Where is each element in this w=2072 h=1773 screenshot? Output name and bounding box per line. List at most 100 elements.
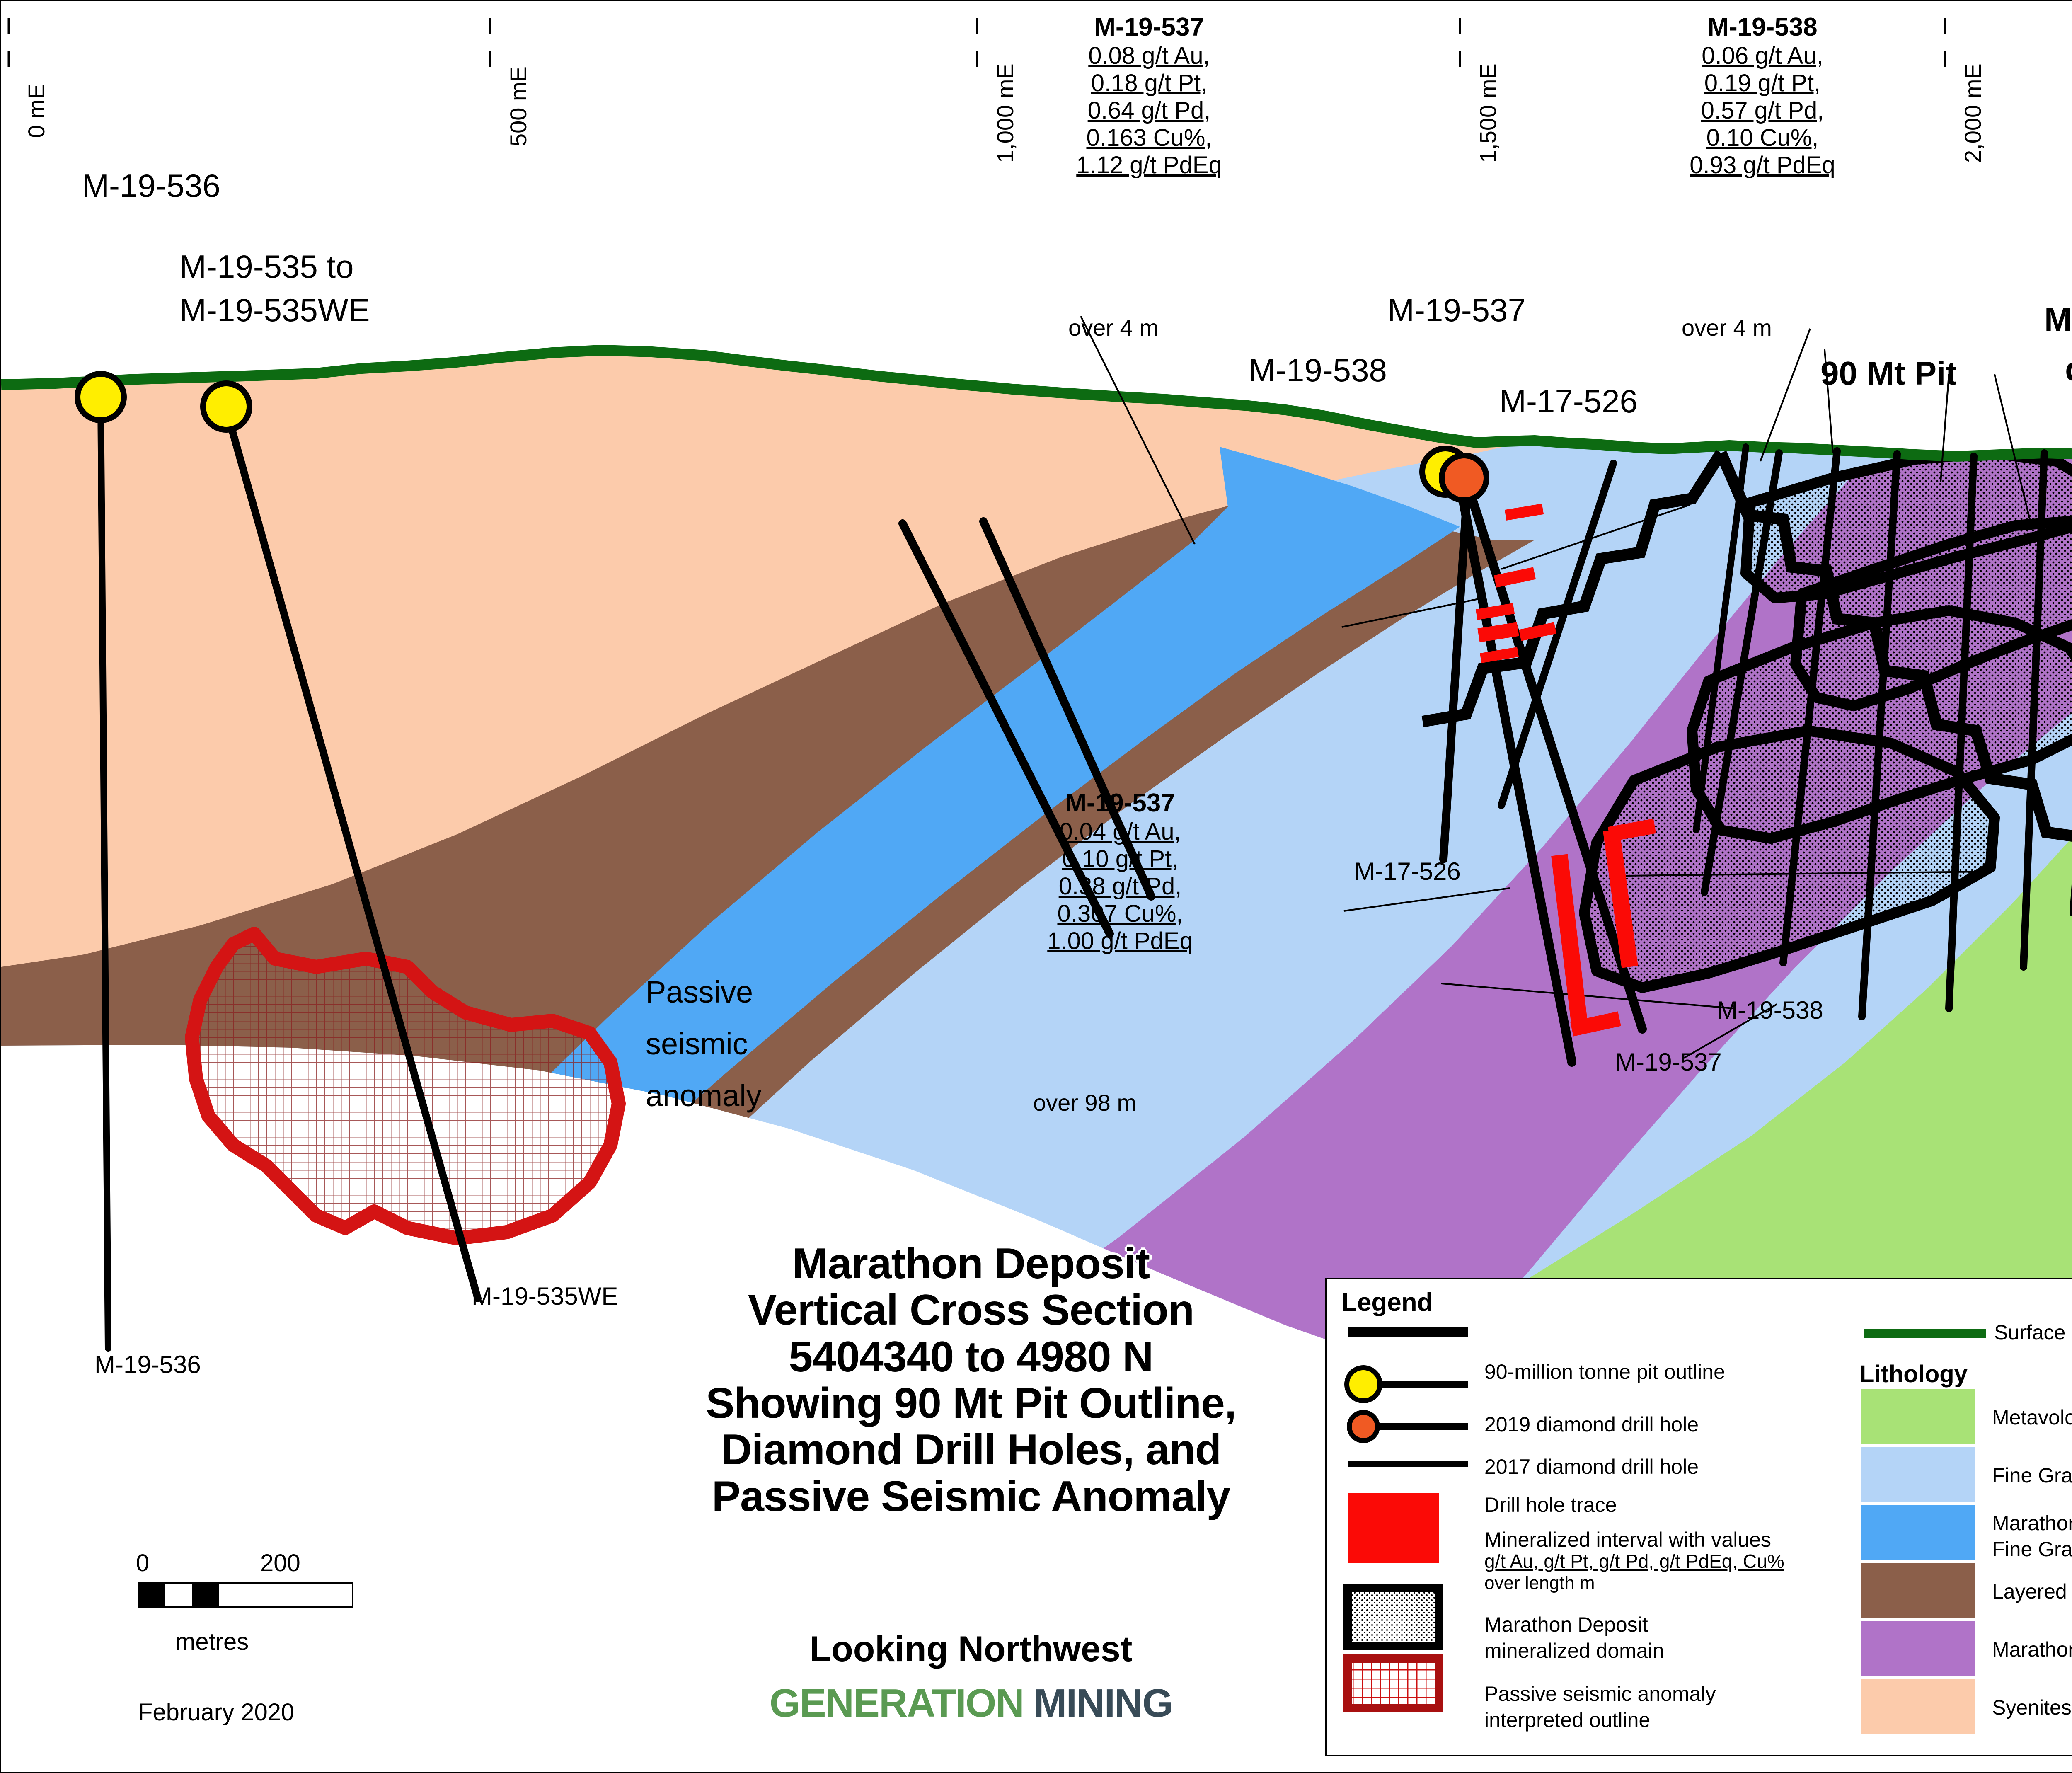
mineralized-intervals: [1475, 504, 1656, 1037]
legend-collar-2019-icon: [1344, 1365, 1382, 1403]
assay-value-cu: 0.139 Cu%,: [2024, 900, 2072, 928]
lithology-label-marathon-and-fg-line2: Fine Grained Series: [1992, 1538, 2072, 1561]
legend-label-surface: Surface: [1994, 1321, 2066, 1344]
assay-value-pt: 0.18 g/t Pt,: [1091, 69, 1208, 97]
assay-length-m-19-537-mid: over 98 m: [1033, 1090, 1136, 1116]
legend-label-ddh-2017: 2017 diamond drill hole: [1484, 1455, 1699, 1478]
lithology-label-marathon-and-fg-line1: Marathon and: [1992, 1511, 2072, 1535]
trace-m-17-526: [1439, 472, 1472, 863]
assay-value-pdeq: 1.12 g/t PdEq: [1076, 152, 1222, 179]
assay-value-cu: 0.163 Cu%,: [1086, 124, 1212, 151]
trace-m-19-538: [1460, 469, 1647, 1034]
collar-label-m-19-535-a: M-19-535 to: [179, 248, 354, 285]
legend-label-anomaly-line1: Passive seismic anomaly: [1484, 1682, 1716, 1705]
legend-label-ddh-2019: 2019 diamond drill hole: [1484, 1413, 1699, 1436]
drill-hole-traces: [97, 396, 2072, 1352]
trace-label-m-19-537: M-19-537: [1615, 1048, 1722, 1076]
collar-m-19-536: [75, 371, 127, 423]
scale-label-0: 0: [136, 1550, 150, 1577]
interval-m-19-537: [1551, 854, 1588, 1030]
anomaly-label-line1: Passive: [646, 975, 753, 1009]
assay-value-au: 0.08 g/t Au,: [1088, 42, 1210, 69]
lithology-swatch-marathon-and-fine-grained: [1861, 1505, 1975, 1560]
lithology-label-metavolcanic: Metavolcanic: [1992, 1406, 2072, 1429]
assay-value-au: 0.06 g/t Au,: [1702, 42, 1823, 69]
assay-value-cu: 0.10 Cu%,: [1706, 124, 1819, 151]
legend-surface-symbol: [1864, 1329, 1986, 1338]
collar-m-19-535: [200, 380, 252, 433]
easting-label-1500: 1,500 mE: [1475, 63, 1501, 163]
collar-m-17-526: [1439, 453, 1489, 503]
trace-m-19-535we: [223, 406, 482, 1302]
trace-label-m-19-535we: M-19-535WE: [472, 1282, 618, 1310]
legend-label-domain-line2: mineralized domain: [1484, 1639, 1664, 1662]
assay-value-pt: 0.19 g/t Pt,: [1704, 69, 1821, 97]
trace-label-m-19-538: M-19-538: [1717, 996, 1823, 1024]
legend-domain-swatch: [1343, 1584, 1443, 1650]
logo-word-generation: GENERATION: [769, 1681, 1024, 1725]
passive-seismic-anomaly: [185, 927, 626, 1245]
legend-label-trace: Drill hole trace: [1484, 1493, 1617, 1516]
figure-title-block: Marathon Deposit Vertical Cross Section …: [631, 1240, 1311, 1520]
sky-area: [1, 1, 2072, 456]
title-line-1: Marathon Deposit: [792, 1240, 1150, 1288]
pit-outline-left: [1421, 450, 1726, 727]
unit-syenites: [1, 350, 1535, 967]
assay-value-pt: 0.18 g/t Pt,: [2024, 845, 2072, 873]
assay-value-au: 0.04 g/t Au,: [2024, 818, 2072, 845]
title-line-3: 5404340 to 4980 N: [789, 1332, 1153, 1381]
title-line-4: Showing 90 Mt Pit Outline,: [706, 1379, 1237, 1427]
lithology-swatch-metavolcanic: [1861, 1389, 1975, 1444]
assay-callout-m-19-537-mid: M-19-537 0.04 g/t Au, 0.10 g/t Pt, 0.38 …: [988, 789, 1253, 955]
logo-word-mining: MINING: [1034, 1681, 1173, 1725]
legend-lithology-heading: Lithology: [1859, 1361, 1968, 1388]
easting-label-0: 0 mE: [23, 84, 49, 138]
trace-aux-5: [1945, 453, 1978, 1012]
lithology-swatch-syenites: [1861, 1679, 1975, 1734]
legend-symbols: [1343, 1327, 1468, 1712]
collar-label-m-19-536: M-19-536: [82, 167, 220, 204]
assay-length-m-19-537-top: over 4 m: [1068, 315, 1159, 341]
legend-label-domain-line1: Marathon Deposit: [1484, 1613, 1648, 1636]
legend-collar-2017-icon: [1347, 1410, 1380, 1443]
legend-label-anomaly-line2: interpreted outline: [1484, 1708, 1651, 1732]
lithology-swatch-layered-series: [1861, 1563, 1975, 1618]
collar-label-m-19-538: M-19-538: [1249, 352, 1387, 388]
figure-date: February 2020: [138, 1699, 295, 1726]
legend-panel: Legend 90-million tonne pit outline 2019…: [1325, 1278, 2072, 1756]
easting-label-2000: 2,000 mE: [1960, 63, 1986, 163]
company-logo: GENERATION MINING: [631, 1682, 1311, 1725]
trace-aux-3: [1779, 447, 1841, 966]
trace-label-m-17-526: M-17-526: [1354, 857, 1461, 885]
legend-label-interval-line3: over length m: [1484, 1573, 1595, 1593]
legend-anomaly-swatch: [1343, 1654, 1443, 1712]
title-line-6: Passive Seismic Anomaly: [712, 1472, 1231, 1521]
trace-label-m-19-536: M-19-536: [94, 1351, 201, 1378]
assay-hole-name: M-19-537: [1094, 13, 1204, 41]
lithology-swatch-fine-grained-series: [1861, 1447, 1975, 1502]
scale-bar-graphic: [138, 1582, 353, 1608]
surface-line: [1, 345, 2072, 462]
legend-label-interval-line2: g/t Au, g/t Pt, g/t Pd, g/t PdEq, Cu%: [1484, 1550, 1784, 1572]
assay-value-pdeq: 0.93 g/t PdEq: [1690, 152, 1835, 179]
assay-value-au: 0.04 g/t Au,: [1059, 818, 1181, 845]
assay-callout-m-19-538-right: M-19-538 0.04 g/t Au, 0.18 g/t Pt, 0.44 …: [2024, 789, 2072, 955]
legend-interval-swatch: [1348, 1493, 1439, 1563]
anomaly-label-line3: anomaly: [646, 1078, 762, 1113]
trace-m-19-535c: [979, 517, 1155, 901]
assay-value-pdeq: 1.00 g/t PdEq: [1047, 928, 1193, 955]
lithology-label-marathon-series: Marathon Series: [1992, 1638, 2072, 1661]
lithology-label-syenites: Syenites: [1992, 1696, 2072, 1719]
pit-annotation: 90 Mt Pit: [1820, 355, 1957, 392]
scale-label-200: 200: [260, 1550, 300, 1577]
assay-hole-name: M-19-537: [1065, 789, 1175, 817]
collar-label-m-19-537: M-19-537: [1387, 292, 1526, 328]
drill-collars: [75, 371, 1489, 503]
collar-label-m-17-526: M-17-526: [1499, 383, 1638, 419]
trace-m-19-535b: [898, 519, 1114, 938]
assay-callout-m-19-537-top: M-19-537 0.08 g/t Au, 0.18 g/t Pt, 0.64 …: [1017, 13, 1282, 179]
legend-label-pit-outline: 90-million tonne pit outline: [1484, 1360, 1725, 1383]
assay-value-pd: 0.64 g/t Pd,: [1087, 97, 1211, 124]
